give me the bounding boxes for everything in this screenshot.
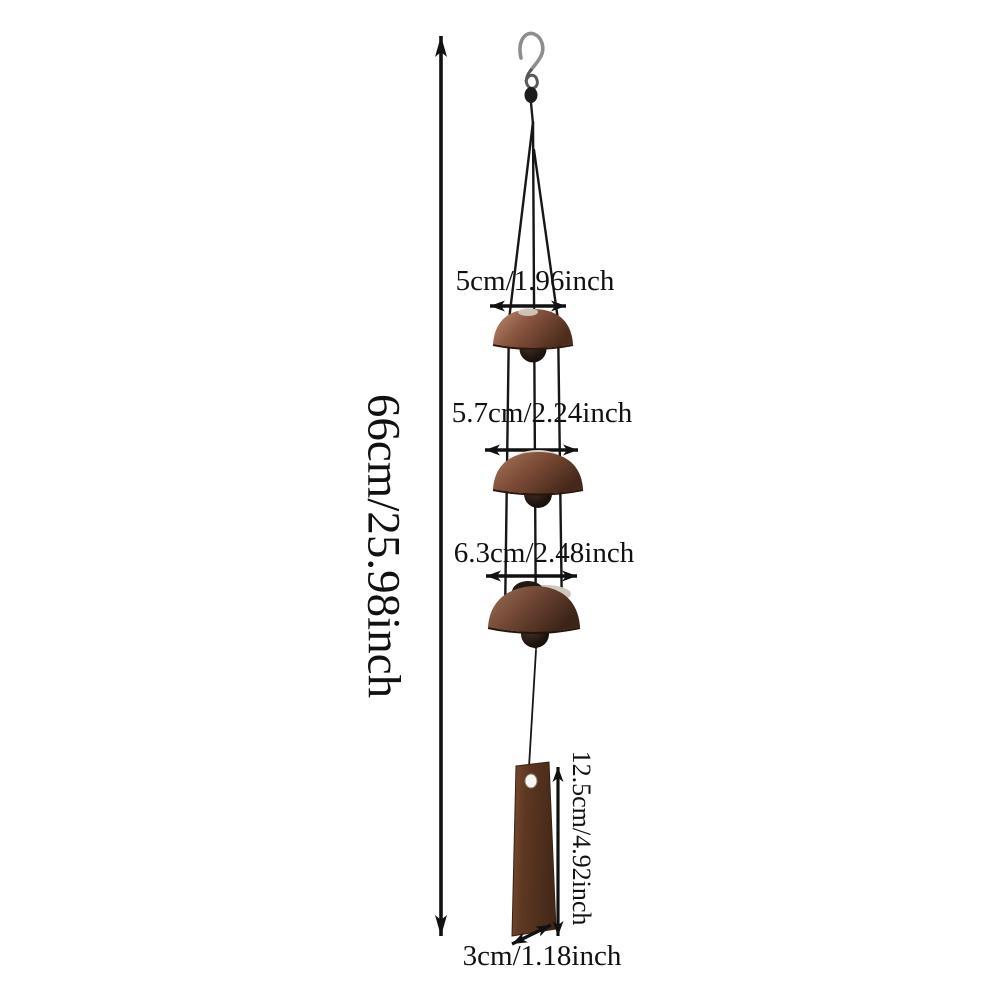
bottom-bell-width-label: 6.3cm/2.48inch bbox=[453, 537, 635, 569]
wind-catcher-width-label: 3cm/1.18inch bbox=[462, 940, 622, 972]
bell-bottom bbox=[487, 581, 581, 648]
wind-catcher-length-label: 12.5cm/4.92inch bbox=[567, 750, 596, 926]
middle-bell-width-label: 5.7cm/2.24inch bbox=[451, 397, 633, 429]
hook-knot bbox=[524, 87, 538, 103]
bell-middle bbox=[492, 450, 584, 508]
wind-catcher bbox=[511, 761, 557, 937]
wind-catcher-width-arrow bbox=[511, 923, 552, 946]
top-bell-width-label: 5cm/1.96inch bbox=[455, 265, 615, 297]
hanging-strings bbox=[503, 120, 564, 768]
overall-height-label: 66cm/25.98inch bbox=[357, 393, 410, 699]
wind-catcher-string bbox=[528, 649, 537, 768]
bell-top bbox=[492, 308, 574, 363]
wind-catcher-hole bbox=[524, 773, 538, 789]
s-hook bbox=[518, 31, 545, 126]
